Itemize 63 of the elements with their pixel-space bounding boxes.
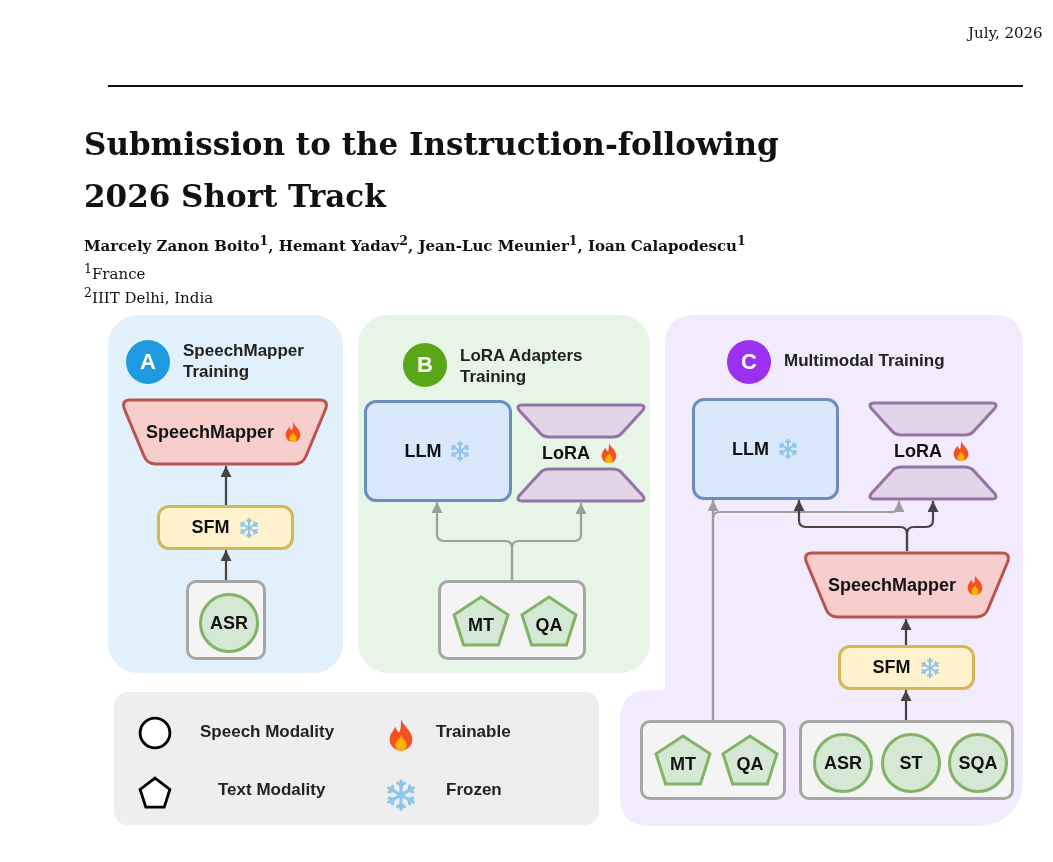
adapter-block bbox=[516, 403, 646, 503]
arrow bbox=[220, 466, 232, 505]
speech-task-circle bbox=[948, 733, 1008, 793]
affiliation-text: $^{1}$France bbox=[84, 261, 146, 283]
node-label: ASR bbox=[210, 612, 248, 634]
text-task-pentagon bbox=[654, 734, 712, 786]
input-group-box bbox=[186, 580, 266, 660]
text-task-pentagon bbox=[520, 595, 578, 647]
input-group-box bbox=[640, 720, 786, 800]
node-label: SQA bbox=[958, 752, 998, 774]
author-list: Marcely Zanon Boito$^{1}$, Hemant Yadav$^{2}$, Jean-Luc Meunier$^{1}$, Ioan Calapodescu$^{1}$ bbox=[84, 233, 746, 255]
process-box bbox=[692, 398, 839, 500]
badge-letter: B bbox=[417, 352, 433, 378]
node-label: SpeechMapper bbox=[145, 421, 274, 443]
affiliation-text: $^{2}$IIIT Delhi, India bbox=[84, 285, 214, 307]
node-label: ST bbox=[899, 752, 923, 774]
document-title: Submission to the Instruction-following 2026 Short Track bbox=[84, 125, 780, 216]
arrow bbox=[711, 501, 905, 720]
legend-label: Text Modality bbox=[218, 780, 326, 800]
text-task-pentagon bbox=[721, 734, 779, 786]
panel-background bbox=[358, 315, 650, 673]
panel-background bbox=[620, 315, 1023, 826]
letter-badge bbox=[126, 340, 170, 384]
node-label: QA bbox=[535, 614, 563, 636]
legend-label: Frozen bbox=[446, 780, 502, 800]
node-label: ASR bbox=[824, 752, 862, 774]
panel-title: SpeechMapper Training bbox=[183, 340, 305, 382]
input-group-box bbox=[438, 580, 586, 660]
node-label: SFM bbox=[872, 657, 911, 678]
process-box bbox=[838, 645, 975, 690]
node-label: LoRA bbox=[542, 442, 590, 464]
badge-letter: A bbox=[140, 349, 156, 375]
node-label: MT bbox=[468, 614, 494, 636]
node-label: LoRA bbox=[894, 440, 942, 462]
trapezoid-block bbox=[120, 398, 330, 466]
arrow bbox=[220, 550, 232, 580]
arrow bbox=[510, 503, 587, 580]
trapezoid-block bbox=[802, 551, 1012, 619]
node-label: QA bbox=[736, 753, 764, 775]
panel-title: Multimodal Training bbox=[784, 350, 946, 371]
panel-title: LoRA Adapters Training bbox=[460, 345, 584, 387]
node-label: LLM bbox=[732, 438, 769, 460]
process-box bbox=[364, 400, 512, 502]
legend-label: Trainable bbox=[436, 722, 511, 742]
speech-task-circle bbox=[199, 593, 259, 653]
badge-letter: C bbox=[741, 349, 757, 375]
text-task-pentagon bbox=[452, 595, 510, 647]
legend-label: Speech Modality bbox=[200, 722, 335, 742]
letter-badge bbox=[403, 343, 447, 387]
arrow bbox=[900, 619, 912, 645]
speech-task-circle bbox=[813, 733, 873, 793]
node-label: MT bbox=[670, 753, 696, 775]
panel-background bbox=[108, 315, 343, 673]
adapter-block bbox=[868, 401, 998, 501]
date-text: July, 2026 bbox=[968, 24, 1043, 42]
arrow bbox=[905, 501, 939, 551]
node-label: SFM bbox=[191, 517, 230, 538]
input-group-box bbox=[799, 720, 1014, 800]
node-label: SpeechMapper bbox=[827, 574, 956, 596]
node-label: LLM bbox=[404, 440, 442, 462]
arrow bbox=[900, 690, 912, 720]
speech-task-circle bbox=[881, 733, 941, 793]
process-box bbox=[157, 505, 294, 550]
